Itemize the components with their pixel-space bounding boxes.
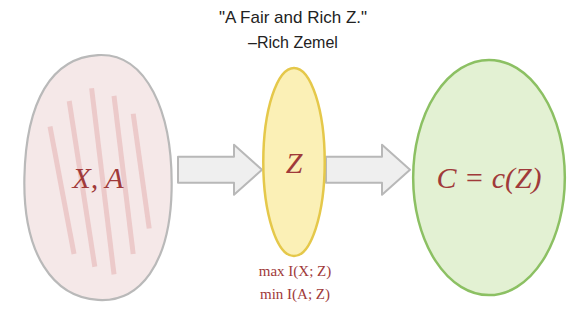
representation-ellipse: Z (262, 64, 326, 260)
blob-shape (24, 55, 171, 300)
ellipse-shape (263, 68, 324, 256)
block-arrow (178, 145, 262, 195)
block-arrow (326, 145, 410, 195)
objective-label: min I(A; Z) (260, 286, 330, 303)
output-ellipse: C = c(Z) (410, 55, 568, 300)
author-credit: –Rich Zemel (248, 34, 338, 52)
diagram-title: "A Fair and Rich Z." (219, 8, 367, 28)
scribble-stroke (50, 127, 74, 255)
ellipse-shape (413, 60, 565, 295)
node-label: Z (286, 146, 303, 179)
input-blob: X, A (18, 50, 178, 305)
scribble-stroke (133, 114, 149, 229)
node-label: X, A (72, 161, 123, 194)
objective-label: max I(X; Z) (259, 263, 331, 280)
node-label: C = c(Z) (436, 161, 541, 194)
